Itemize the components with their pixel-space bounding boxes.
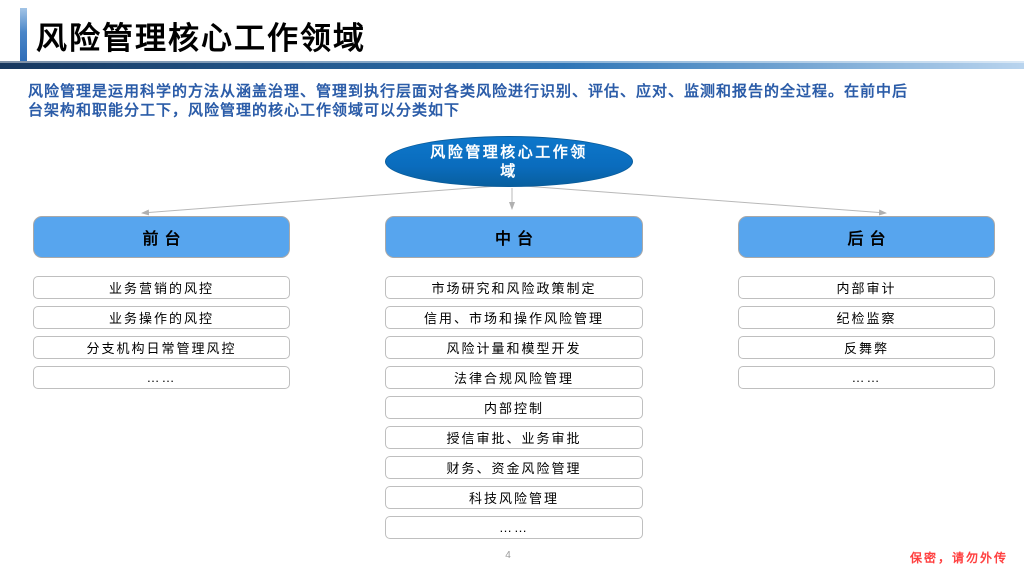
column-header-back: 后台 <box>738 216 995 258</box>
diagram-item-ellipsis: …… <box>33 366 290 389</box>
diagram-item: 法律合规风险管理 <box>385 366 643 389</box>
diagram-item: 反舞弊 <box>738 336 995 359</box>
intro-line-1: 风险管理是运用科学的方法从涵盖治理、管理到执行层面对各类风险进行识别、评估、应对… <box>28 83 909 100</box>
root-node-label: 风险管理核心工作领域 <box>430 143 588 180</box>
diagram-item: 内部审计 <box>738 276 995 299</box>
diagram-item: 内部控制 <box>385 396 643 419</box>
page-number: 4 <box>505 550 511 561</box>
page-title: 风险管理核心工作领域 <box>36 21 366 56</box>
column-header-front: 前台 <box>33 216 290 258</box>
diagram-item: 财务、资金风险管理 <box>385 456 643 479</box>
connector-to-front <box>141 185 499 216</box>
diagram-item: 纪检监察 <box>738 306 995 329</box>
diagram-item: 分支机构日常管理风控 <box>33 336 290 359</box>
title-divider <box>0 61 1024 69</box>
diagram-item: 科技风险管理 <box>385 486 643 509</box>
confidential-note: 保密，请勿外传 <box>909 551 1008 565</box>
diagram-item: 信用、市场和操作风险管理 <box>385 306 643 329</box>
column-middle-office: 中台 市场研究和风险政策制定 信用、市场和操作风险管理 风险计量和模型开发 法律… <box>385 216 643 546</box>
connector-to-back <box>523 185 887 216</box>
column-header-middle: 中台 <box>385 216 643 258</box>
column-back-office: 后台 内部审计 纪检监察 反舞弊 …… <box>738 216 995 396</box>
title-accent-bar <box>20 8 27 62</box>
intro-line-2: 台架构和职能分工下，风险管理的核心工作领域可以分类如下 <box>28 101 461 119</box>
diagram-item: 业务营销的风控 <box>33 276 290 299</box>
column-front-office: 前台 业务营销的风控 业务操作的风控 分支机构日常管理风控 …… <box>33 216 290 396</box>
root-node-ellipse: 风险管理核心工作领域 <box>385 136 633 187</box>
diagram-item: 风险计量和模型开发 <box>385 336 643 359</box>
diagram-item: 业务操作的风控 <box>33 306 290 329</box>
diagram-item-ellipsis: …… <box>738 366 995 389</box>
diagram-item-ellipsis: …… <box>385 516 643 539</box>
diagram-item: 市场研究和风险政策制定 <box>385 276 643 299</box>
diagram-item: 授信审批、业务审批 <box>385 426 643 449</box>
intro-paragraph: 风险管理是运用科学的方法从涵盖治理、管理到执行层面对各类风险进行识别、评估、应对… <box>28 83 908 120</box>
